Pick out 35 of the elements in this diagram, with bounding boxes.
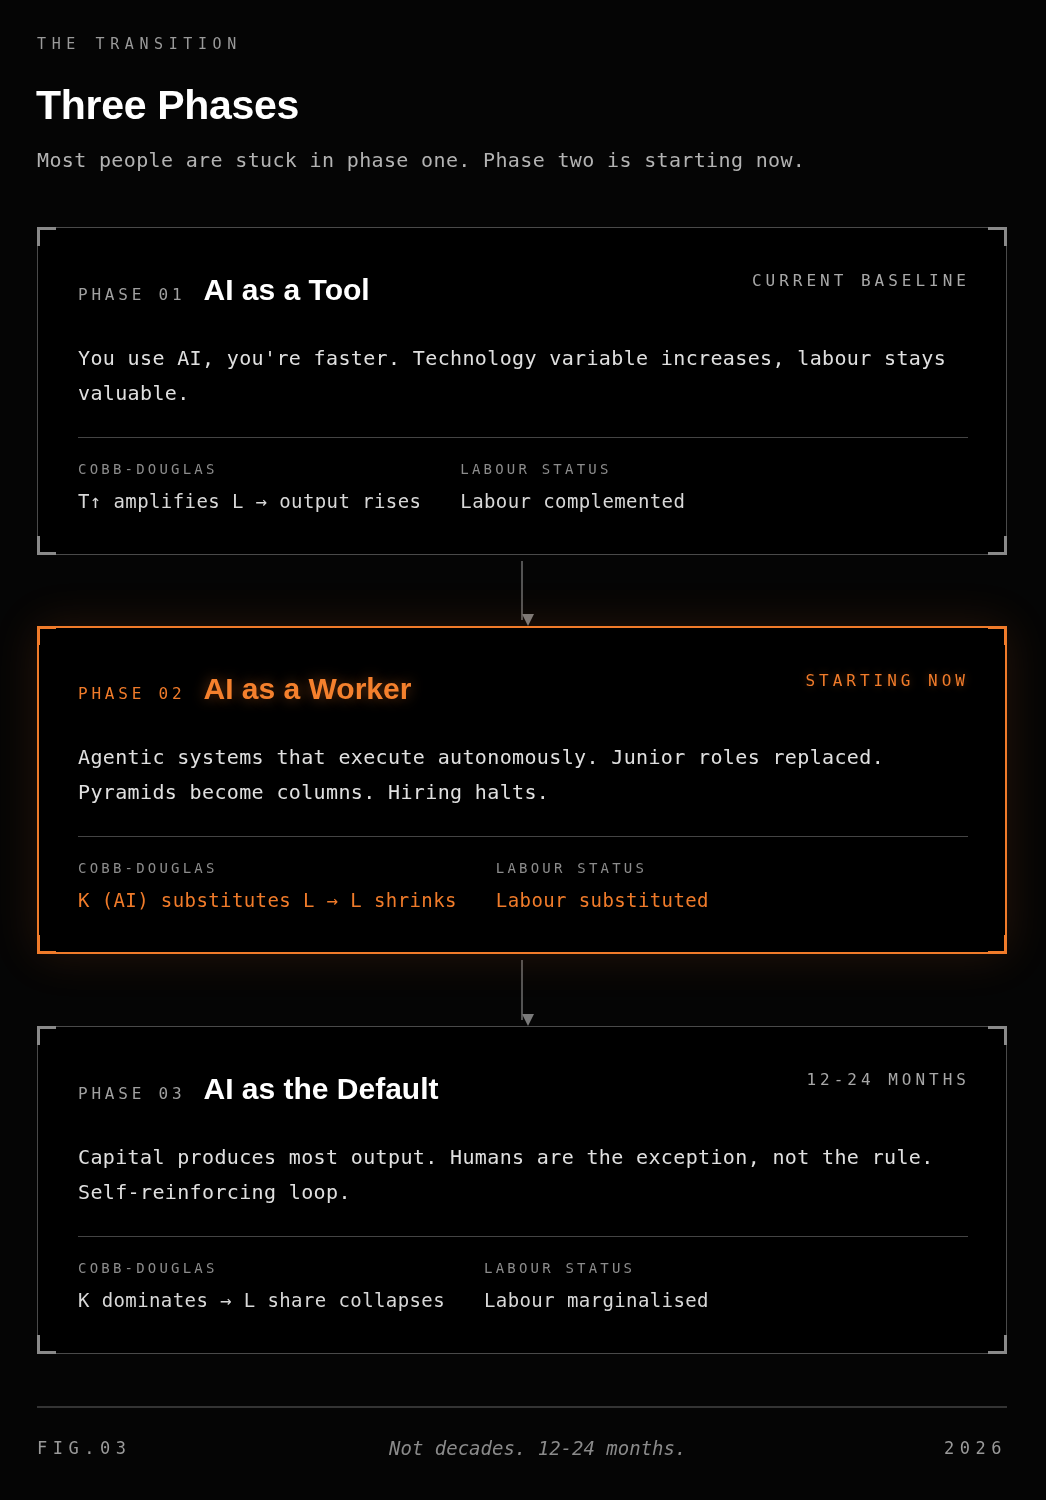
- status-tag: 12-24 MONTHS: [806, 1069, 970, 1091]
- phase-number: PHASE 02: [78, 683, 186, 705]
- meta-label: LABOUR STATUS: [460, 460, 612, 479]
- description: Agentic systems that execute autonomously. Junior roles replaced. Pyramids become columns. Hiring halts.: [78, 744, 886, 806]
- arrow: [521, 959, 534, 1026]
- meta-value: K (AI) substitutes L → L shrinks: [78, 888, 457, 913]
- phase-card: [37, 1026, 1007, 1354]
- meta-value: Labour complemented: [460, 489, 686, 514]
- subtitle: Most people are stuck in phase one. Phase two is starting now.: [37, 147, 806, 173]
- arrow: [521, 560, 534, 626]
- caption: Not decades. 12-24 months.: [389, 1437, 687, 1459]
- description: Capital produces most output. Humans are the exception, not the rule. Self-reinforcing loop.: [78, 1144, 935, 1206]
- phase-number: PHASE 03: [78, 1083, 186, 1105]
- phase-card: [37, 626, 1007, 954]
- meta-label: LABOUR STATUS: [495, 859, 648, 878]
- meta-value: K dominates → L share collapses: [78, 1288, 445, 1313]
- figure-number: FIG.03: [37, 1437, 132, 1459]
- phase-title: AI as the Default: [203, 1071, 439, 1107]
- year-label: 2026: [944, 1437, 1007, 1459]
- meta-value: Labour marginalised: [484, 1288, 709, 1313]
- description: You use AI, you're faster. Technology variable increases, labour stays valuable.: [78, 345, 948, 407]
- meta-label: LABOUR STATUS: [484, 1259, 636, 1278]
- diagram-title: Three Phases: [36, 81, 300, 130]
- section-kicker: THE TRANSITION: [37, 34, 242, 54]
- status-tag: STARTING NOW: [805, 670, 969, 692]
- meta-label: COBB-DOUGLAS: [78, 1259, 218, 1278]
- phase-title: AI as a Tool: [203, 272, 370, 308]
- meta-value: Labour substituted: [495, 888, 709, 913]
- status-tag: CURRENT BASELINE: [751, 270, 970, 292]
- phase-card: [37, 227, 1007, 555]
- meta-value: T↑ amplifies L → output rises: [78, 489, 422, 514]
- phase-number: PHASE 01: [78, 284, 186, 306]
- phase-title: AI as a Worker: [203, 671, 412, 707]
- meta-label: COBB-DOUGLAS: [78, 460, 218, 479]
- meta-label: COBB-DOUGLAS: [78, 859, 218, 878]
